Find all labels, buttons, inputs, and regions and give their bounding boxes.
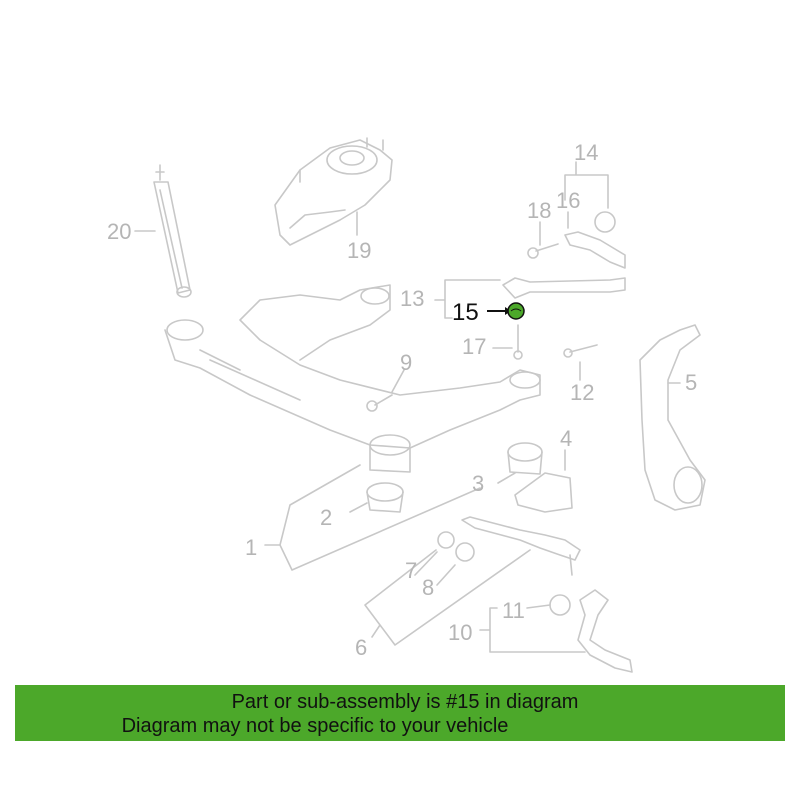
lower-control-arm-part-6 — [461, 516, 581, 576]
callout-label-5[interactable]: 5 — [685, 370, 698, 395]
upper-arm-part-16 — [564, 211, 626, 269]
bushing-part-3 — [507, 442, 543, 475]
callout-label-4[interactable]: 4 — [560, 426, 573, 451]
control-arm-part-13 — [502, 277, 626, 299]
callout-label-11[interactable]: 11 — [502, 598, 525, 623]
vehicle-disclaimer: Diagram may not be specific to your vehi… — [121, 715, 509, 737]
bolt-part-18 — [527, 243, 559, 259]
callout-label-9[interactable]: 9 — [400, 350, 413, 375]
bushing-part-8 — [455, 542, 475, 562]
diagram-illustration — [134, 137, 706, 673]
bracket-part-4 — [514, 472, 573, 513]
part-info-banner: Part or sub-assembly is #15 in diagram D… — [15, 685, 785, 741]
callout-label-19[interactable]: 19 — [347, 238, 372, 263]
callout-label-14[interactable]: 14 — [574, 140, 599, 165]
callout-label-3[interactable]: 3 — [472, 471, 485, 496]
callout-label-1[interactable]: 1 — [245, 535, 258, 560]
steering-knuckle-part-5 — [639, 324, 706, 511]
shock-absorber-part-20 — [153, 164, 192, 298]
part-number-notice: Part or sub-assembly is #15 in diagram — [231, 691, 579, 713]
bushing-part-7 — [437, 531, 455, 549]
callout-label-18[interactable]: 18 — [527, 198, 552, 223]
callout-label-7[interactable]: 7 — [405, 558, 418, 583]
callout-label-8[interactable]: 8 — [422, 575, 435, 600]
parts-diagram: 1 2 3 4 5 6 7 8 9 10 11 12 13 14 15 16 1… — [107, 137, 706, 673]
callout-label-6[interactable]: 6 — [355, 635, 368, 660]
callout-label-20[interactable]: 20 — [107, 219, 132, 244]
bolt-part-17 — [513, 324, 523, 360]
bushing-part-15-highlighted — [487, 302, 525, 320]
strut-mount-part-19 — [274, 137, 393, 246]
callout-label-15-highlighted[interactable]: 15 — [452, 299, 479, 326]
bolt-part-9 — [366, 394, 393, 412]
callout-label-16[interactable]: 16 — [556, 188, 581, 213]
callout-label-17[interactable]: 17 — [462, 334, 487, 359]
subframe — [164, 284, 541, 473]
control-arm-part-10 — [577, 589, 633, 673]
bushing-part-11 — [549, 594, 571, 616]
callout-label-12[interactable]: 12 — [570, 380, 595, 405]
callout-label-13[interactable]: 13 — [400, 286, 425, 311]
callout-label-2[interactable]: 2 — [320, 505, 333, 530]
callout-label-10[interactable]: 10 — [448, 620, 473, 645]
bushing-part-2 — [366, 482, 404, 513]
bolt-part-12 — [563, 344, 598, 358]
